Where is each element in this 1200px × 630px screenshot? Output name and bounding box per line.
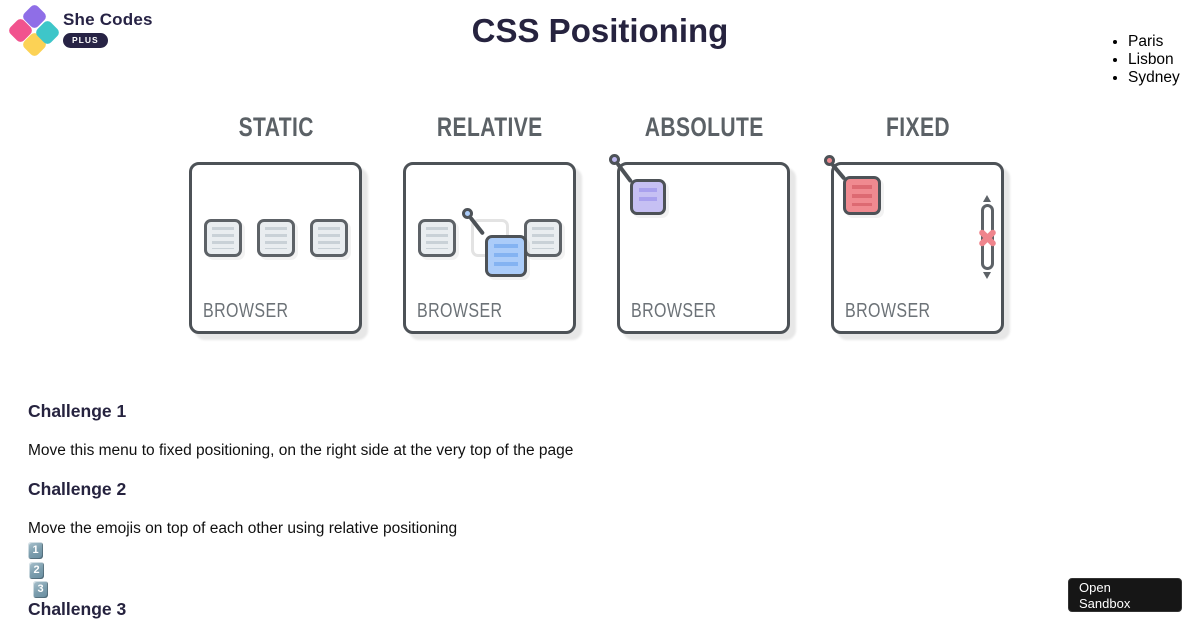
absolute-browser-illustration: BROWSER [609,154,790,334]
fixed-browser-illustration: BROWSER [824,155,1004,334]
menu-item-paris: Paris [1128,33,1180,51]
challenge-1-heading: Challenge 1 [28,401,127,421]
challenge-2-description: Move the emojis on top of each other usi… [28,520,458,537]
fixed-pin-connector [830,162,847,181]
challenge-3-heading: Challenge 3 [28,598,127,619]
static-box-3 [310,219,348,257]
city-menu: Paris Lisbon Sydney [1108,33,1180,87]
menu-item-sydney: Sydney [1128,69,1180,87]
page-title: CSS Positioning [471,12,729,49]
absolute-pin-connector [615,161,634,184]
panel-fixed-title: FIXED [886,112,950,142]
challenge-1-description: Move this menu to fixed positioning, on … [28,442,574,459]
relative-box-right [524,219,562,257]
brand-name: She Codes [63,10,153,29]
challenge-2-heading: Challenge 2 [28,479,127,499]
panel-relative-title: RELATIVE [437,112,543,142]
relative-moved-box [485,235,527,277]
browser-label: BROWSER [203,300,289,322]
relative-box-left [418,219,456,257]
static-browser-illustration: BROWSER [189,162,362,334]
absolute-positioned-box [630,179,666,215]
panel-absolute: ABSOLUTE BROWSER [609,112,791,334]
scrollbar-illustration [981,195,994,279]
no-scroll-x-icon [977,227,998,248]
plus-badge: PLUS [63,33,108,48]
open-sandbox-label: Open Sandbox [1079,580,1131,611]
menu-item-lisbon: Lisbon [1128,51,1180,69]
scroll-down-arrow-icon [983,272,991,279]
challenges-section: Challenge 1 Move this menu to fixed posi… [28,401,728,619]
panel-fixed: FIXED BROWSER [824,112,1005,334]
fixed-positioned-box [843,176,881,215]
panel-absolute-title: ABSOLUTE [644,112,764,142]
panel-static: STATIC BROWSER [189,112,363,334]
keycap-1-emoji: 1 [28,542,43,559]
panel-relative: RELATIVE BROWSER [403,112,577,334]
relative-browser-illustration: BROWSER [403,162,576,334]
scroll-up-arrow-icon [983,195,991,202]
emoji-stack: 1 2 3 [28,540,728,599]
browser-label: BROWSER [631,300,717,322]
fixed-pin-icon [824,155,835,166]
relative-pin-icon [462,208,473,219]
static-box-2 [257,219,295,257]
static-box-1 [204,219,242,257]
absolute-pin-icon [609,154,620,165]
browser-label: BROWSER [417,300,503,322]
panel-static-title: STATIC [238,112,314,142]
css-positioning-diagram: STATIC BROWSER RELATIVE BROWSER ABSOLUTE… [189,112,1005,334]
open-sandbox-button[interactable]: Open Sandbox [1068,578,1182,612]
browser-label: BROWSER [845,300,931,322]
she-codes-logo: She Codes PLUS [7,3,153,58]
keycap-3-emoji: 3 [33,581,48,598]
keycap-2-emoji: 2 [29,561,44,579]
